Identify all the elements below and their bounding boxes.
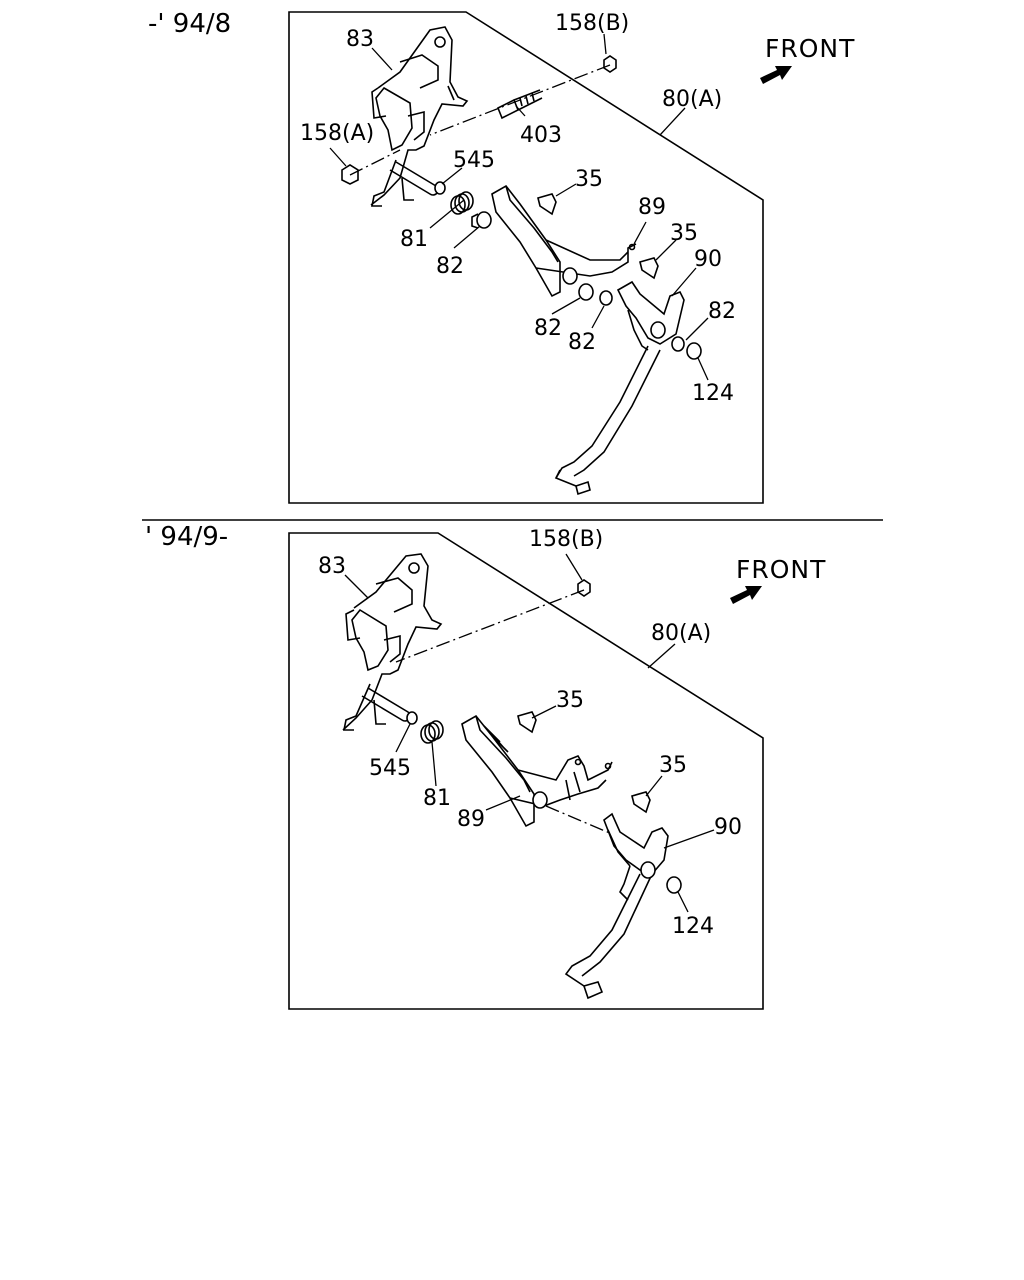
pedal-bracket [342,553,443,731]
label-81: 81 [423,786,451,811]
pivot-pin [389,161,439,196]
clip-124 [686,342,702,360]
label-124: 124 [672,914,714,939]
label-83: 83 [346,27,374,52]
period-label: ' 94/9- [145,522,228,552]
label-89: 89 [638,195,666,220]
clutch-pedal [554,280,685,496]
clip-124 [666,876,682,894]
label-124: 124 [692,381,734,406]
label-83: 83 [318,554,346,579]
panel-late: ' 94/9- FRONT [145,522,826,1010]
bolt-403 [496,89,543,120]
label-35: 35 [670,221,698,246]
label-90: 90 [694,247,722,272]
assembly-axis [349,64,611,176]
panel-early: -' 94/8 FRONT [148,9,855,504]
washer-545 [406,711,418,725]
panel-frame [288,532,764,1010]
front-arrow-icon [760,66,792,84]
label-158a: 158(A) [300,121,374,146]
nut-158b [577,579,591,597]
label-89: 89 [457,807,485,832]
return-spring [450,191,474,215]
clip-35 [517,711,537,734]
label-403: 403 [520,123,562,148]
front-label: FRONT [736,555,826,584]
washer-545 [434,181,446,195]
assembly-axis [545,805,613,835]
clutch-pedal [564,812,669,1000]
label-82: 82 [534,316,562,341]
label-82: 82 [436,254,464,279]
return-spring [420,720,444,744]
clip-35 [631,791,651,814]
front-label: FRONT [765,34,855,63]
label-82: 82 [568,330,596,355]
nut-158b [603,55,617,73]
leader-lines [344,553,715,913]
label-80a: 80(A) [651,621,711,646]
pedal-lever [461,714,613,828]
label-35: 35 [659,753,687,778]
period-label: -' 94/8 [148,9,231,39]
panel-frame [288,11,764,504]
assembly-axis [395,589,585,663]
label-90: 90 [714,815,742,840]
pedal-lever [491,184,637,298]
pivot-pin [361,687,411,722]
label-545: 545 [369,756,411,781]
label-80a: 80(A) [662,87,722,112]
label-81: 81 [400,227,428,252]
bushing [578,283,613,306]
label-35: 35 [556,688,584,713]
bushing [471,211,492,229]
label-82: 82 [708,299,736,324]
label-35: 35 [575,167,603,192]
bushing [562,267,578,285]
clip-35 [537,193,557,216]
pedal-bracket [370,26,469,207]
clip-35 [639,257,659,280]
front-arrow-icon [730,586,762,604]
leader-lines [329,33,709,381]
label-158b: 158(B) [529,527,603,552]
label-158b: 158(B) [555,11,629,36]
label-545: 545 [453,148,495,173]
